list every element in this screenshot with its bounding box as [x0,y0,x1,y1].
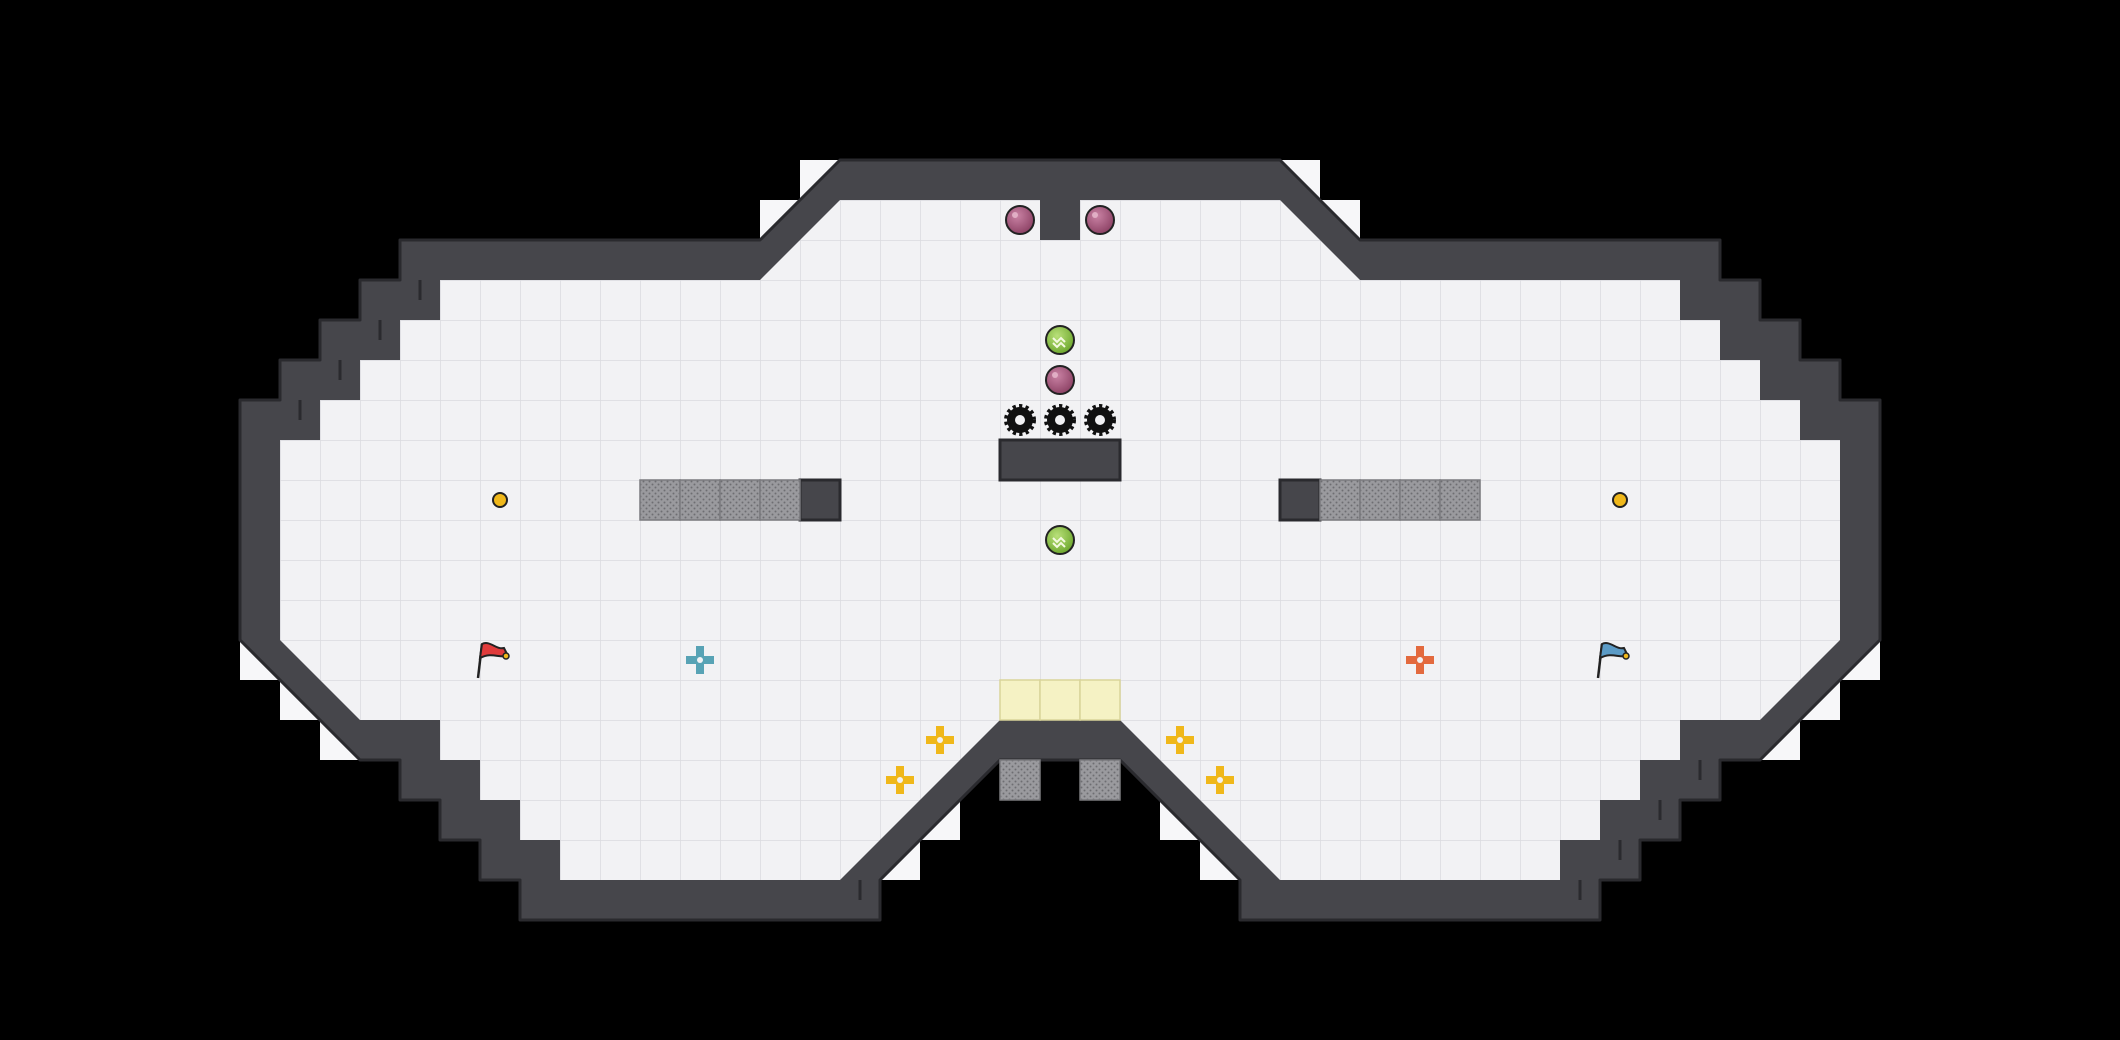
red-flag [476,642,510,679]
spike-right [1084,404,1116,436]
bomb-top-right [1085,205,1115,235]
interior-walls [798,438,1322,522]
neutral-pad-1 [926,726,954,754]
boost-lower [1045,525,1075,555]
left-wall-block [798,478,842,522]
spike-middle [1044,404,1076,436]
neutral-pad-2 [886,766,914,794]
neutral-pad-4 [1206,766,1234,794]
center-wall-block [998,438,1122,482]
blue-flag [1596,642,1630,679]
right-wall-block [1278,478,1322,522]
spike-left [1004,404,1036,436]
gate-tiles [999,679,1121,721]
boost-upper [1045,325,1075,355]
wall-notches [298,280,1702,900]
bomb-top-left [1005,205,1035,235]
bomb-center [1045,365,1075,395]
red-team-pad [1406,646,1434,674]
gravel-tiles [639,479,1481,801]
token-left [492,492,508,508]
neutral-pad-3 [1166,726,1194,754]
token-right [1612,492,1628,508]
blue-team-pad [686,646,714,674]
